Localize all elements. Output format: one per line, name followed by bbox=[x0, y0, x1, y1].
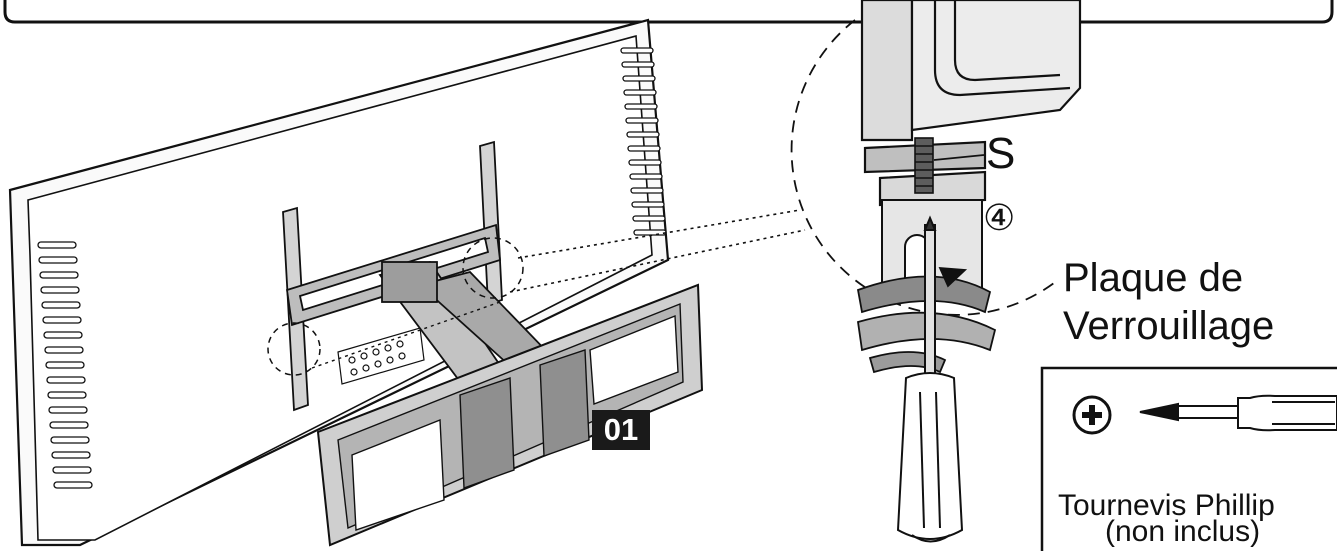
leader-line-bottom bbox=[509, 229, 806, 293]
leader-line-top bbox=[517, 209, 801, 259]
header-frame bbox=[3, 0, 1334, 24]
screwdriver-icon bbox=[896, 215, 964, 543]
tool-box-frame bbox=[1040, 366, 1337, 551]
leader-line-left bbox=[311, 301, 501, 369]
tool-note: (non inclus) bbox=[1105, 515, 1261, 548]
screwdriver-tool-icon bbox=[1139, 394, 1337, 432]
zoom-bracket bbox=[860, 0, 1082, 207]
tv-port-panel bbox=[337, 327, 425, 385]
tool-name: Tournevis Phillip bbox=[1058, 489, 1275, 522]
tv-left-vents bbox=[37, 241, 93, 489]
screw-label: S bbox=[986, 129, 1016, 178]
wall-plate bbox=[316, 283, 704, 547]
step-badge: 01 bbox=[592, 410, 650, 450]
s-leader bbox=[933, 154, 985, 161]
phillips-cross-icon bbox=[1072, 395, 1112, 435]
detail-circle-left bbox=[267, 322, 321, 376]
detail-circle-right bbox=[462, 237, 524, 299]
step-number: ④ bbox=[983, 197, 1016, 238]
locking-plate-line2: Verrouillage bbox=[1063, 304, 1275, 348]
locking-plate-line1: Plaque de bbox=[1063, 256, 1244, 300]
tv-right-vents bbox=[620, 47, 667, 236]
locking-plate-title: Plaque de Verrouillage bbox=[1063, 254, 1337, 350]
